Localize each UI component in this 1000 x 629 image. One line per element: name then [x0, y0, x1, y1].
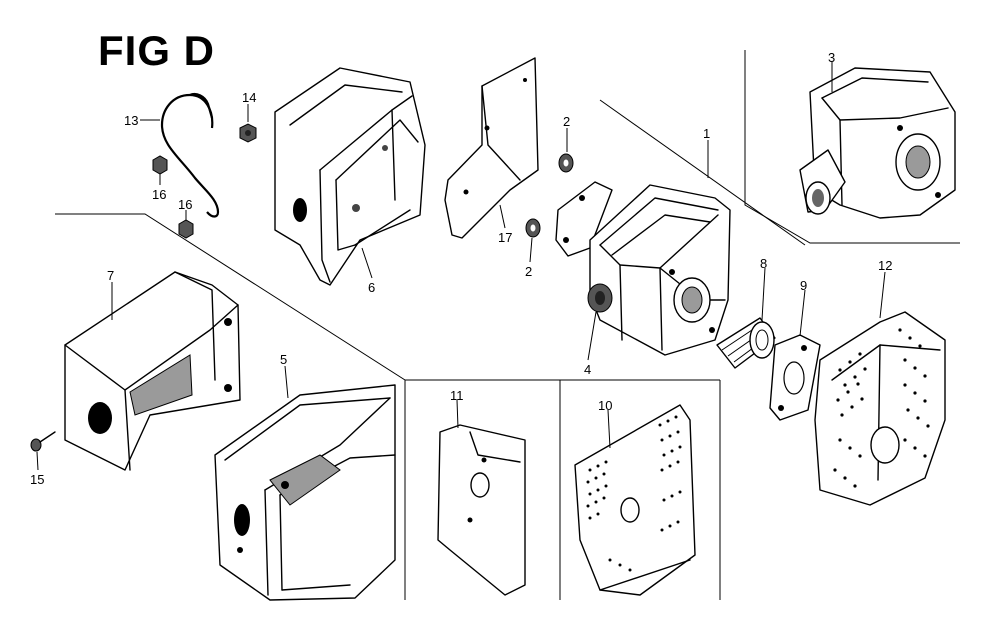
callout-2-lower: 2	[525, 264, 532, 279]
part-3-muffler-assembly	[799, 67, 956, 219]
part-12-perforated-protector	[814, 311, 946, 506]
part-11-plate	[437, 424, 526, 596]
part-10-perforated-plate	[574, 404, 696, 596]
part-4-bolt	[587, 283, 613, 313]
callout-12: 12	[878, 258, 892, 273]
callout-1: 1	[703, 126, 710, 141]
part-2-washer-lower	[525, 218, 541, 238]
callout-16-lower: 16	[178, 197, 192, 212]
part-8-spark-arrester	[716, 317, 776, 369]
part-15-screw	[30, 431, 56, 452]
callout-14: 14	[242, 90, 256, 105]
figure-title: FIG D	[98, 27, 215, 74]
callout-8: 8	[760, 256, 767, 271]
part-16-nut-lower	[178, 219, 194, 239]
callout-10: 10	[598, 398, 612, 413]
part-17-plate	[444, 57, 539, 239]
callout-11: 11	[450, 388, 464, 403]
part-7-bracket	[64, 271, 241, 471]
part-9-gasket	[769, 334, 821, 421]
part-1-muffler	[589, 184, 731, 356]
callout-labels: 1 2 2 3 4 5 6 7 8 9 10 11 12 13 14 15 16…	[30, 50, 892, 487]
callout-3: 3	[828, 50, 835, 65]
part-14-nut	[239, 123, 257, 143]
leader-lines	[36, 62, 886, 471]
callout-4: 4	[584, 362, 591, 377]
part-13-spring-clip	[160, 92, 220, 218]
callout-5: 5	[280, 352, 287, 367]
callout-9: 9	[800, 278, 807, 293]
callout-16-upper: 16	[152, 187, 166, 202]
part-6-muffler-protector	[274, 67, 426, 286]
callout-7: 7	[107, 268, 114, 283]
callout-15: 15	[30, 472, 44, 487]
callout-17: 17	[498, 230, 512, 245]
callout-13: 13	[124, 113, 138, 128]
part-5-muffler-protector	[214, 384, 396, 601]
part-16-nut-upper	[152, 155, 168, 175]
callout-6: 6	[368, 280, 375, 295]
section-dividers	[55, 50, 960, 600]
part-2-washer-upper	[558, 153, 574, 173]
callout-2-upper: 2	[563, 114, 570, 129]
